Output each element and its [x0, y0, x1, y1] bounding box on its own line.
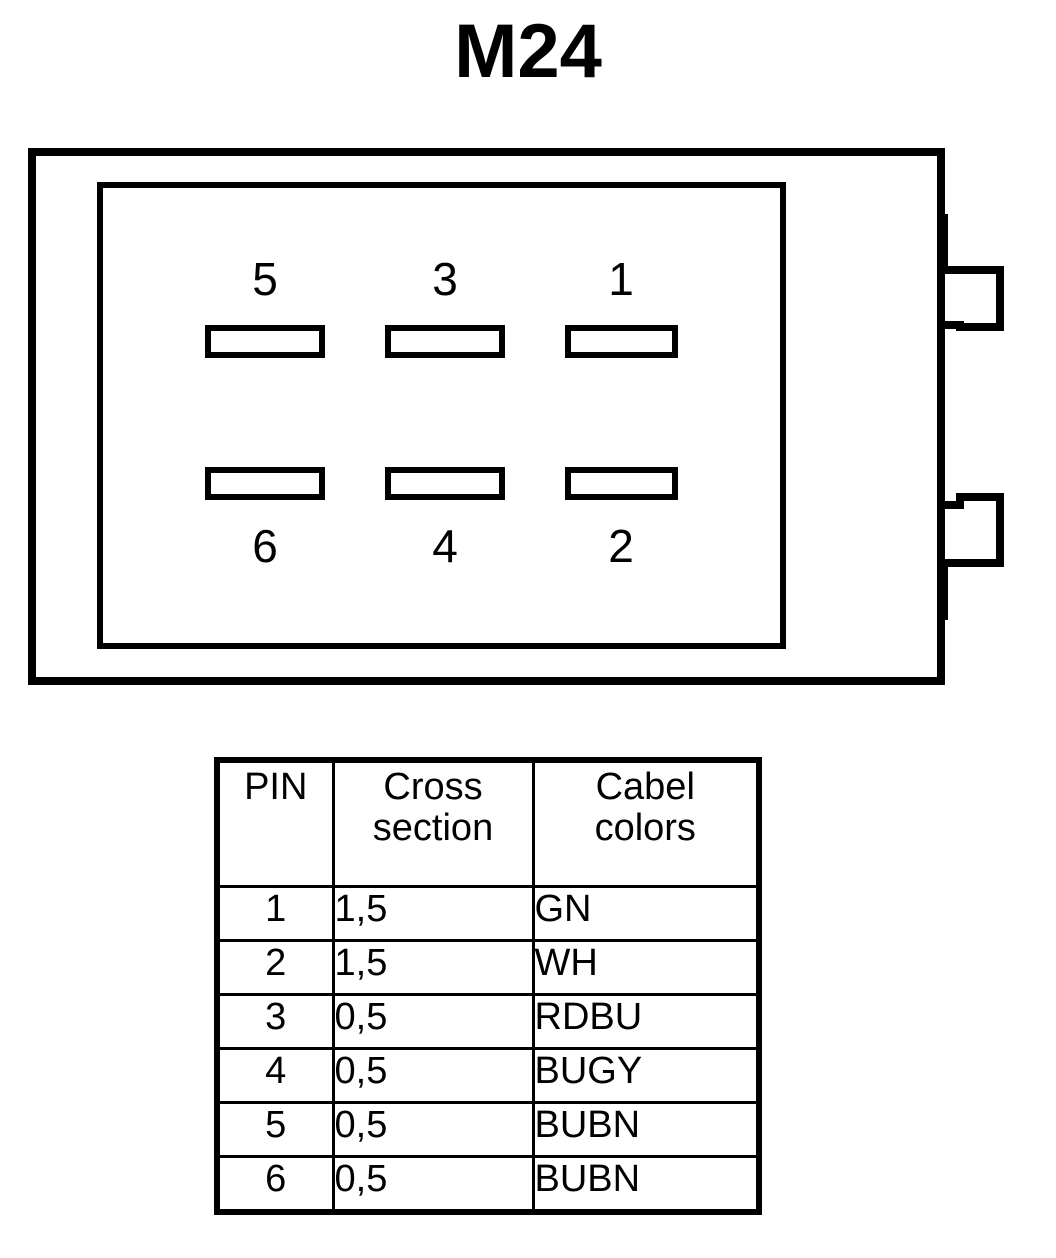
pin-number-label-5: 5 — [252, 253, 278, 305]
pin-number-label-3: 3 — [432, 253, 458, 305]
column-header-cabel-colors: Cabel colors — [531, 758, 761, 888]
column-header-cross-section-line-2: section — [372, 807, 494, 850]
table-header-row: PIN Cross section Cabel colors — [215, 758, 761, 888]
column-header-pin: PIN — [215, 758, 335, 888]
cell-cabel-colors: RDBU — [531, 993, 761, 1050]
pin-number-label-1: 1 — [608, 253, 634, 305]
page-title: M24 — [454, 9, 602, 94]
cell-pin: 4 — [215, 1047, 335, 1104]
cell-cross-section: 0,5 — [331, 1101, 535, 1158]
cell-pin: 1 — [215, 885, 335, 942]
connector-face-diagram: 5 3 1 6 4 2 — [28, 148, 1004, 685]
pin-number-label-4: 4 — [432, 520, 458, 572]
cell-cabel-colors: BUBN — [531, 1155, 761, 1214]
pin-slot-3 — [385, 325, 505, 358]
pin-slot-2 — [565, 467, 678, 500]
column-header-cabel-colors-line-2: colors — [594, 807, 696, 850]
column-header-cabel-colors-line-1: Cabel — [595, 766, 695, 808]
cell-cabel-colors: BUGY — [531, 1047, 761, 1104]
pin-label-group: 5 3 1 6 4 2 — [252, 253, 634, 572]
cell-cabel-colors: BUBN — [531, 1101, 761, 1158]
pin-slot-5 — [205, 325, 325, 358]
cell-cross-section: 0,5 — [331, 1047, 535, 1104]
pin-slot-6 — [205, 467, 325, 500]
pin-slot-4 — [385, 467, 505, 500]
cell-cross-section: 0,5 — [331, 1155, 535, 1214]
cell-pin: 3 — [215, 993, 335, 1050]
cell-pin: 2 — [215, 939, 335, 996]
column-header-cross-section-line-1: Cross — [383, 766, 483, 808]
cell-pin: 5 — [215, 1101, 335, 1158]
pin-slot-1 — [565, 325, 678, 358]
cell-pin: 6 — [215, 1155, 335, 1214]
pin-number-label-6: 6 — [252, 520, 278, 572]
housing-inner-rect — [97, 182, 786, 649]
pin-slot-group — [205, 325, 678, 500]
cell-cabel-colors: WH — [531, 939, 761, 996]
cell-cross-section: 1,5 — [331, 885, 535, 942]
pin-number-label-2: 2 — [608, 520, 634, 572]
cell-cross-section: 1,5 — [331, 939, 535, 996]
cell-cabel-colors: GN — [531, 885, 761, 942]
column-header-cross-section: Cross section — [331, 758, 535, 888]
cell-cross-section: 0,5 — [331, 993, 535, 1050]
column-header-pin-line-1: PIN — [244, 766, 308, 808]
